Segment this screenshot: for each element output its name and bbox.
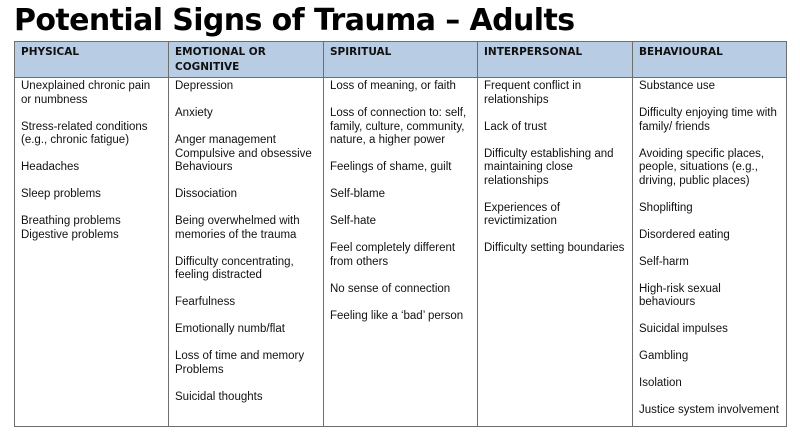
list-item: Lack of trust <box>484 120 547 133</box>
list-item: Feel completely different from others <box>330 242 456 268</box>
list-item: Experiences of revictimization <box>484 201 561 228</box>
column-behavioural: Substance use Difficulty enjoying time w… <box>632 77 787 427</box>
list-item: Suicidal impulses <box>639 323 728 335</box>
list-item: Loss of time and memory Problems <box>175 350 305 376</box>
list-item: Justice system involvement <box>639 404 779 416</box>
table-body-row: Unexplained chronic pain or numbness Str… <box>14 77 787 427</box>
header-interpersonal: INTERPERSONAL <box>477 41 633 78</box>
list-item: Self-harm <box>639 255 689 268</box>
header-behavioural: BEHAVIOURAL <box>632 41 787 78</box>
list-item: Dissociation <box>175 188 237 200</box>
list-item: Headaches <box>21 161 80 173</box>
header-physical: PHYSICAL <box>14 41 169 78</box>
list-item: Avoiding specific places, people, situat… <box>639 147 765 187</box>
list-item: High-risk sexual behaviours <box>639 282 721 309</box>
list-item: Breathing problems <box>21 215 121 227</box>
column-spiritual: Loss of meaning, or faith Loss of connec… <box>323 77 478 427</box>
list-item: Frequent conflict in relationships <box>484 80 582 106</box>
list-item: No sense of connection <box>330 282 451 295</box>
list-item: Gambling <box>639 350 689 362</box>
header-spiritual: SPIRITUAL <box>323 41 478 78</box>
list-item: Unexplained chronic pain or numbness <box>21 80 151 106</box>
list-item: Self-blame <box>330 188 385 200</box>
list-item: Anger management <box>175 134 277 146</box>
column-emotional-cognitive: Depression Anxiety Anger management Comp… <box>168 77 324 427</box>
list-item: Shoplifting <box>639 201 693 214</box>
list-item: Isolation <box>639 377 682 389</box>
table-header-row: PHYSICAL EMOTIONAL OR COGNITIVE SPIRITUA… <box>14 41 787 78</box>
list-item: Fearfulness <box>175 296 236 308</box>
trauma-signs-table: PHYSICAL EMOTIONAL OR COGNITIVE SPIRITUA… <box>14 41 787 427</box>
list-item: Difficulty setting boundaries <box>484 242 625 254</box>
list-item: Stress-related conditions (e.g., chronic… <box>21 120 148 147</box>
list-item: Suicidal thoughts <box>175 390 263 403</box>
list-item: Disordered eating <box>639 228 730 241</box>
list-item: Difficulty enjoying time with family/ fr… <box>639 107 777 133</box>
header-emotional-cognitive: EMOTIONAL OR COGNITIVE <box>168 41 324 78</box>
list-item: Depression <box>175 80 234 92</box>
list-item: Anxiety <box>175 107 213 119</box>
column-interpersonal: Frequent conflict in relationships Lack … <box>477 77 633 427</box>
list-item: Being overwhelmed with memories of the t… <box>175 215 300 241</box>
list-item: Digestive problems <box>21 228 119 241</box>
list-item: Self-hate <box>330 215 377 227</box>
list-item: Feeling like a ‘bad’ person <box>330 309 464 322</box>
list-item: Difficulty concentrating, feeling distra… <box>175 255 294 282</box>
page-title: Potential Signs of Trauma – Adults <box>14 3 575 38</box>
list-item: Loss of meaning, or faith <box>330 80 456 92</box>
list-item: Difficulty establishing and maintaining … <box>484 147 614 187</box>
list-item: Compulsive and obsessive Behaviours <box>175 147 312 174</box>
list-item: Feelings of shame, guilt <box>330 161 452 173</box>
list-item: Loss of connection to: self, family, cul… <box>330 107 467 146</box>
list-item: Substance use <box>639 80 716 92</box>
list-item: Emotionally numb/flat <box>175 323 285 335</box>
column-physical: Unexplained chronic pain or numbness Str… <box>14 77 169 427</box>
list-item: Sleep problems <box>21 188 101 200</box>
